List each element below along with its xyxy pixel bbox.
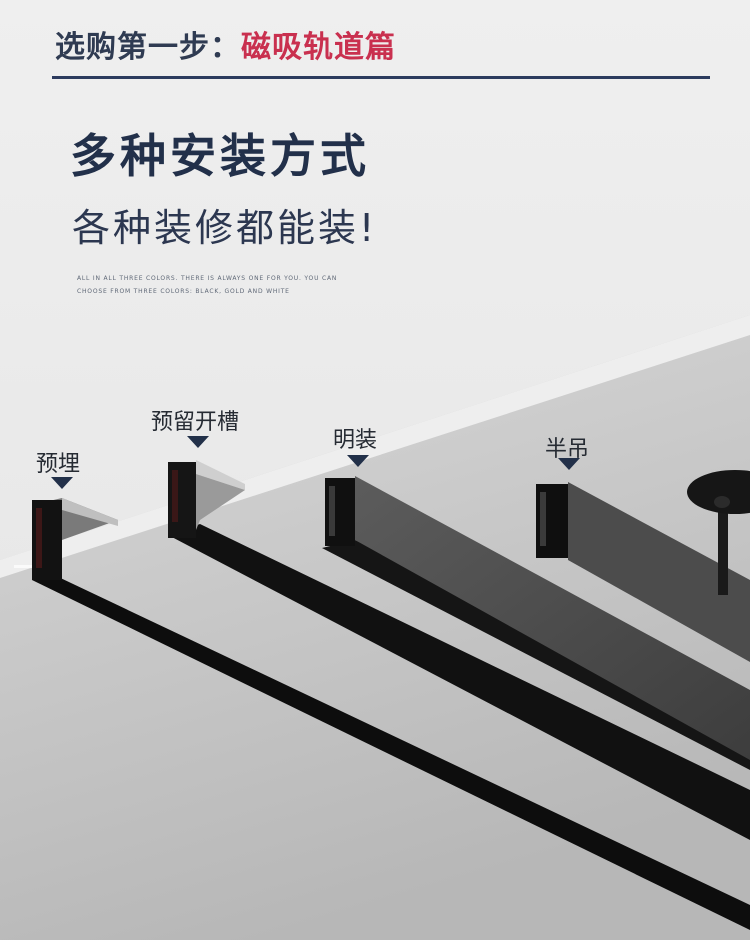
marker-groove-icon [187, 436, 209, 448]
step-title: 选购第一步：磁吸轨道篇 [55, 22, 396, 66]
label-suspended: 半吊 [545, 437, 590, 462]
english-note-line-1: ALL IN ALL THREE COLORS. THERE IS ALWAYS… [77, 275, 338, 282]
label-embedded: 预埋 [36, 452, 81, 477]
english-note: ALL IN ALL THREE COLORS. THERE IS ALWAYS… [77, 272, 397, 298]
step-title-highlight: 磁吸轨道篇 [241, 30, 396, 65]
groove-rail-line [168, 524, 750, 840]
rail-groove [168, 460, 245, 538]
rail-surface [325, 476, 750, 760]
main-heading: 多种安装方式 [70, 129, 370, 183]
step-title-prefix: 选购第一步： [55, 30, 241, 65]
rail-suspended [536, 470, 750, 662]
sub-heading: 各种装修都能装! [72, 206, 378, 250]
english-note-line-2: CHOOSE FROM THREE COLORS: BLACK, GOLD AN… [77, 288, 290, 295]
marker-surface-icon [347, 455, 369, 467]
marker-embedded-icon [51, 477, 73, 489]
label-surface: 明装 [333, 428, 378, 453]
label-groove: 预留开槽 [151, 410, 240, 435]
surface-rail-line [322, 540, 750, 770]
embedded-rail-line [32, 574, 750, 930]
marker-suspended-icon [558, 458, 580, 470]
rail-embedded [14, 498, 118, 580]
title-underline [52, 76, 710, 79]
